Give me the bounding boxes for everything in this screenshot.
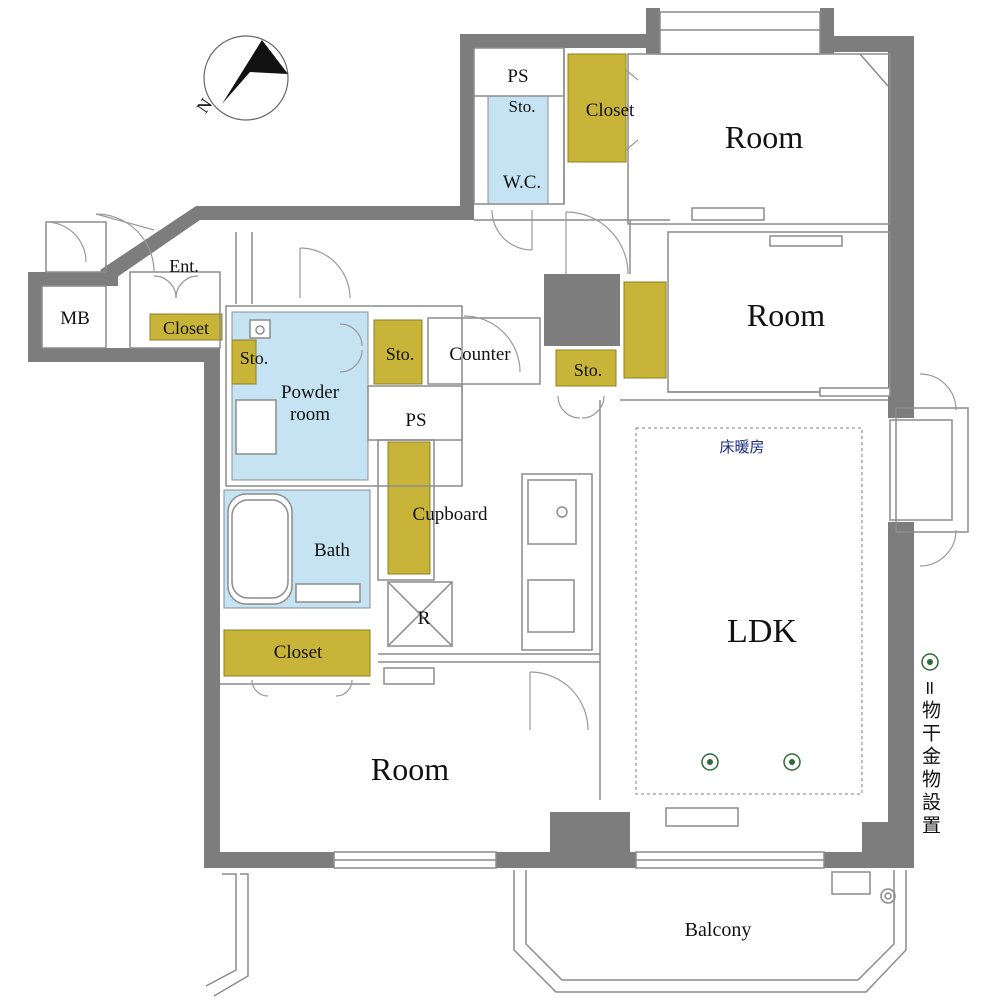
label-bath: Bath	[314, 540, 350, 561]
legend-text: =物干金物設置	[919, 680, 941, 838]
drying-fixtures	[701, 653, 939, 771]
label-mb: MB	[60, 308, 90, 329]
closet-right-strip	[623, 281, 667, 379]
label-sto-wc: Sto.	[509, 97, 536, 116]
drying-hook-icon	[783, 753, 801, 771]
wc-area	[487, 95, 549, 205]
label-closet-top: Closet	[586, 100, 635, 121]
label-closet-ent: Closet	[163, 318, 209, 338]
sto-powder-box	[231, 339, 257, 385]
door-swings	[45, 69, 957, 731]
legend: =物干金物設置	[919, 680, 941, 838]
cupboard-box	[387, 441, 431, 575]
north-arrow-icon	[222, 40, 288, 104]
label-cupboard: Cupboard	[413, 504, 488, 525]
label-room-ne: Room	[725, 119, 803, 155]
closet-top	[567, 53, 627, 163]
label-ent: Ent.	[169, 256, 199, 276]
sto-right-box	[555, 349, 617, 387]
label-sto-mid: Sto.	[386, 344, 415, 364]
label-counter: Counter	[449, 344, 511, 365]
closet-ent	[149, 313, 223, 341]
label-wc: W.C.	[503, 172, 541, 193]
closet-bottom	[223, 629, 371, 677]
label-powder-line1: Powder	[281, 382, 340, 403]
label-sto-powder: Sto.	[240, 348, 269, 368]
label-balcony: Balcony	[685, 919, 752, 941]
label-refrigerator: R	[418, 608, 431, 629]
interior-lines	[41, 11, 969, 997]
compass: N	[192, 35, 289, 121]
label-powder-line2: room	[290, 404, 330, 425]
compass-letter: N	[192, 95, 216, 117]
label-ps-mid: PS	[405, 410, 426, 431]
walls	[28, 8, 914, 868]
label-room-sw: Room	[371, 751, 449, 787]
drying-hook-icon	[701, 753, 719, 771]
floor-heating-zone	[635, 427, 863, 795]
sto-mid-box	[373, 319, 423, 385]
label-sto-right: Sto.	[574, 360, 603, 380]
label-ps-top: PS	[507, 66, 528, 87]
label-ldk: LDK	[727, 613, 797, 650]
label-room-e: Room	[747, 297, 825, 333]
storage-areas	[149, 53, 667, 677]
legend-hook-icon	[921, 653, 939, 671]
label-floor-heating: 床暖房	[719, 438, 764, 456]
room-labels: PS Sto. W.C. Closet Room Room Ent. MB Cl…	[60, 66, 825, 941]
label-closet-bottom: Closet	[274, 642, 323, 663]
